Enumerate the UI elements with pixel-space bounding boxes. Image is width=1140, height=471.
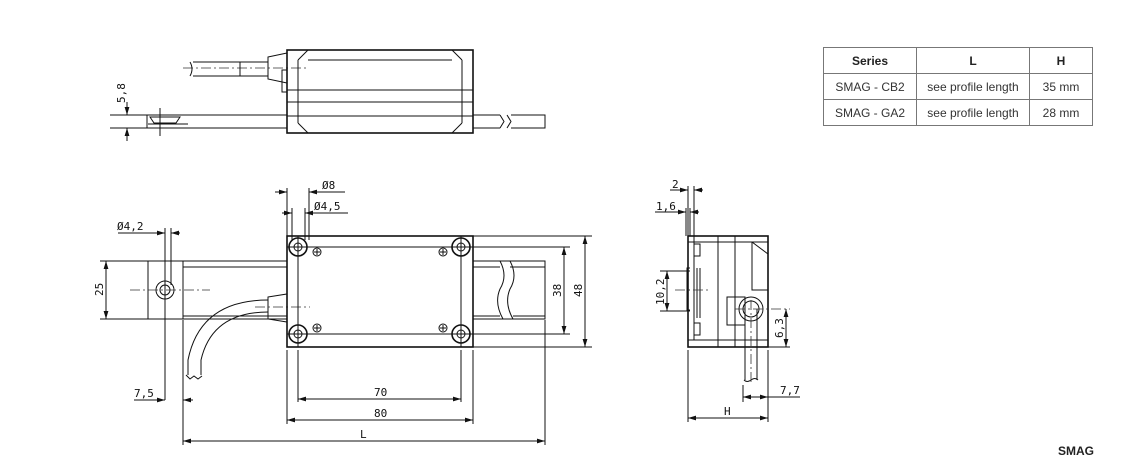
header-H: H — [1029, 47, 1093, 74]
dim-H: H — [724, 405, 731, 418]
side-view: 2 1,6 10,2 6,3 7,7 H — [654, 178, 800, 422]
top-view: 5,8 — [110, 49, 546, 141]
dim-dia-8: Ø8 — [322, 179, 335, 192]
dim-48: 48 — [572, 284, 585, 297]
dim-5-8: 5,8 — [115, 83, 128, 103]
dim-dia-4-5: Ø4,5 — [314, 200, 341, 213]
series-table: Series L H SMAG - CB2 see profile length… — [823, 47, 1093, 126]
table-row: SMAG - CB2 see profile length 35 mm — [823, 73, 1093, 100]
dim-7-7: 7,7 — [780, 384, 800, 397]
table-header-row: Series L H — [823, 47, 1093, 74]
table-row: SMAG - GA2 see profile length 28 mm — [823, 99, 1093, 126]
dim-70: 70 — [374, 386, 387, 399]
cell-L: see profile length — [916, 99, 1030, 126]
cell-H: 28 mm — [1029, 99, 1093, 126]
cell-H: 35 mm — [1029, 73, 1093, 100]
dim-10-2: 10,2 — [654, 279, 667, 306]
dim-2: 2 — [672, 178, 679, 191]
dim-6-3: 6,3 — [773, 318, 786, 338]
cell-series: SMAG - CB2 — [823, 73, 917, 100]
dim-25: 25 — [93, 283, 106, 296]
dim-dia-4-2: Ø4,2 — [117, 220, 144, 233]
front-view: Ø8 Ø4,5 Ø4,2 25 38 48 70 80 L 7,5 — [93, 179, 592, 445]
cell-L: see profile length — [916, 73, 1030, 100]
dim-L: L — [360, 428, 367, 441]
dim-80: 80 — [374, 407, 387, 420]
header-series: Series — [823, 47, 917, 74]
cell-series: SMAG - GA2 — [823, 99, 917, 126]
dim-38: 38 — [551, 284, 564, 297]
mount-holes — [288, 237, 471, 344]
dim-7-5: 7,5 — [134, 387, 154, 400]
header-L: L — [916, 47, 1030, 74]
product-label: SMAG — [1058, 444, 1094, 458]
dim-1-6: 1,6 — [656, 200, 676, 213]
